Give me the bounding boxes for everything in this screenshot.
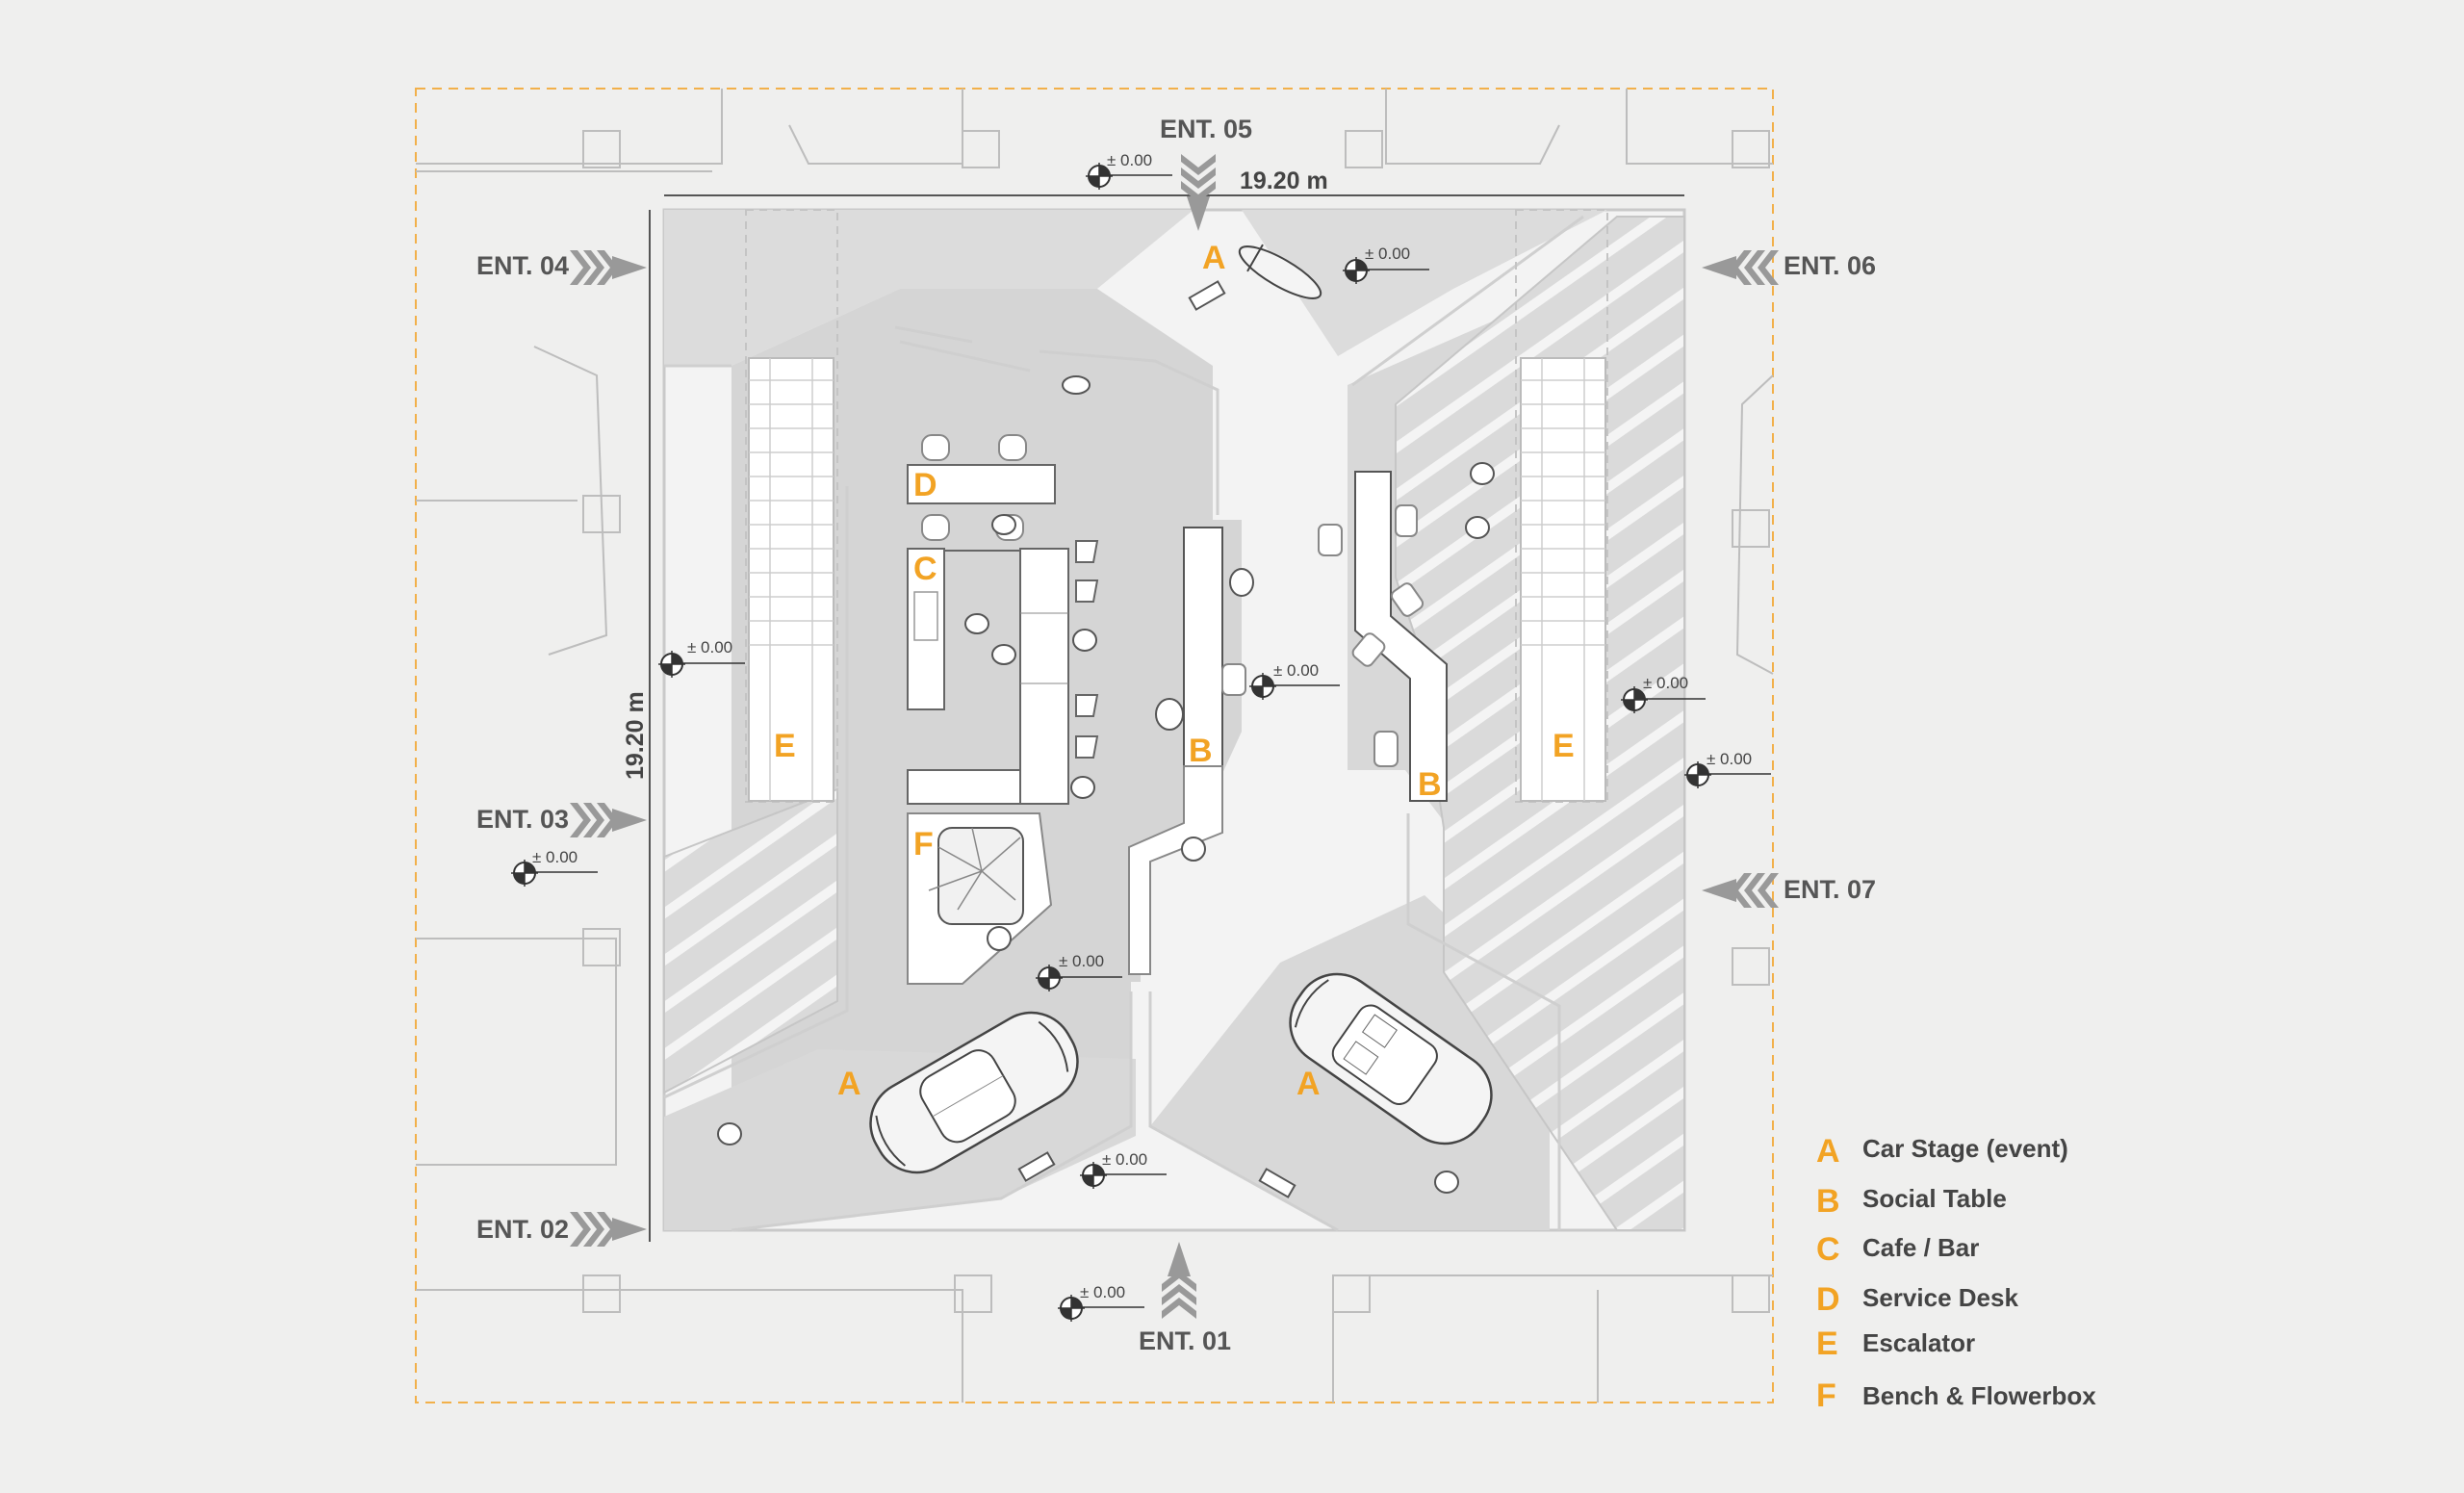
zone-a-label: A	[1202, 240, 1226, 276]
legend-label: Escalator	[1862, 1328, 1975, 1357]
level-marker-text: ± 0.00	[1365, 245, 1410, 263]
legend-letter: D	[1816, 1281, 1840, 1318]
entrance-07-label: ENT. 07	[1784, 875, 1876, 904]
level-marker-text: ± 0.00	[1080, 1283, 1125, 1301]
entrance-05-label: ENT. 05	[1160, 115, 1252, 143]
social-table-stools	[1221, 504, 1424, 767]
legend-letter: F	[1816, 1377, 1836, 1414]
site-boundary	[415, 88, 1774, 1403]
escalator-right	[1515, 209, 1608, 803]
floor-zone-centre	[732, 289, 1242, 1194]
level-markers: ± 0.00 ± 0.00 ± 0.00 ± 0.00 ± 0.00 ± 0.0…	[511, 151, 1771, 1322]
zone-a-label: A	[837, 1066, 861, 1102]
car-left	[869, 1011, 1079, 1174]
floor-zone-top-right	[1242, 210, 1607, 356]
legend-label: Cafe / Bar	[1862, 1233, 1979, 1262]
entrance-02-label: ENT. 02	[476, 1215, 569, 1244]
cafe-bar	[907, 540, 1099, 805]
entrance-04-label: ENT. 04	[476, 251, 569, 280]
zone-f-label: F	[913, 826, 934, 862]
level-marker-text: ± 0.00	[1707, 750, 1752, 768]
striped-area-left	[663, 787, 838, 1094]
height-dimension: 19.20 m	[622, 691, 649, 780]
floor-zone-top	[664, 210, 1194, 366]
motorbike	[1238, 244, 1322, 299]
partition-walls	[663, 215, 1584, 1232]
people	[717, 375, 1495, 1194]
level-marker-text: ± 0.00	[532, 848, 578, 866]
level-marker-text: ± 0.00	[1059, 952, 1104, 970]
zone-b-label: B	[1418, 766, 1442, 803]
entrance-03-label: ENT. 03	[476, 805, 569, 834]
legend-letter: C	[1816, 1231, 1840, 1268]
legend-letter: A	[1816, 1133, 1840, 1170]
flowerbox	[937, 827, 1024, 925]
entrance-01-label: ENT. 01	[1139, 1326, 1231, 1355]
legend-label: Bench & Flowerbox	[1862, 1381, 2096, 1410]
escalator-left	[745, 209, 838, 803]
zone-e-label: E	[1553, 728, 1575, 764]
entrance-06-label: ENT. 06	[1784, 251, 1876, 280]
level-marker-text: ± 0.00	[1273, 661, 1319, 680]
zone-d-label: D	[913, 467, 937, 503]
legend-label: Service Desk	[1862, 1283, 2018, 1312]
zone-e-label: E	[774, 728, 796, 764]
benches	[1017, 280, 1296, 1198]
context-buildings	[416, 89, 1774, 1403]
zone-a-label: A	[1296, 1066, 1321, 1102]
social-table-centre	[1183, 527, 1223, 767]
palm-plant	[928, 827, 1021, 911]
level-marker-text: ± 0.00	[1102, 1150, 1147, 1169]
legend-letter: E	[1816, 1326, 1838, 1362]
legend: A Car Stage (event) B Social Table C Caf…	[1816, 1133, 2096, 1414]
legend-label: Social Table	[1862, 1184, 2007, 1213]
social-table-centre-extension	[1128, 765, 1223, 975]
zone-c-label: C	[913, 551, 937, 587]
legend-letter: B	[1816, 1183, 1840, 1220]
zone-b-label: B	[1189, 733, 1213, 769]
width-dimension: 19.20 m	[1240, 167, 1328, 194]
legend-label: Car Stage (event)	[1862, 1134, 2068, 1163]
car-right	[1289, 972, 1493, 1145]
level-marker-text: ± 0.00	[1643, 674, 1688, 692]
level-marker-text: ± 0.00	[1107, 151, 1152, 169]
level-marker-text: ± 0.00	[687, 638, 732, 656]
service-desk	[907, 464, 1056, 504]
dimension-lines	[649, 194, 1684, 1242]
